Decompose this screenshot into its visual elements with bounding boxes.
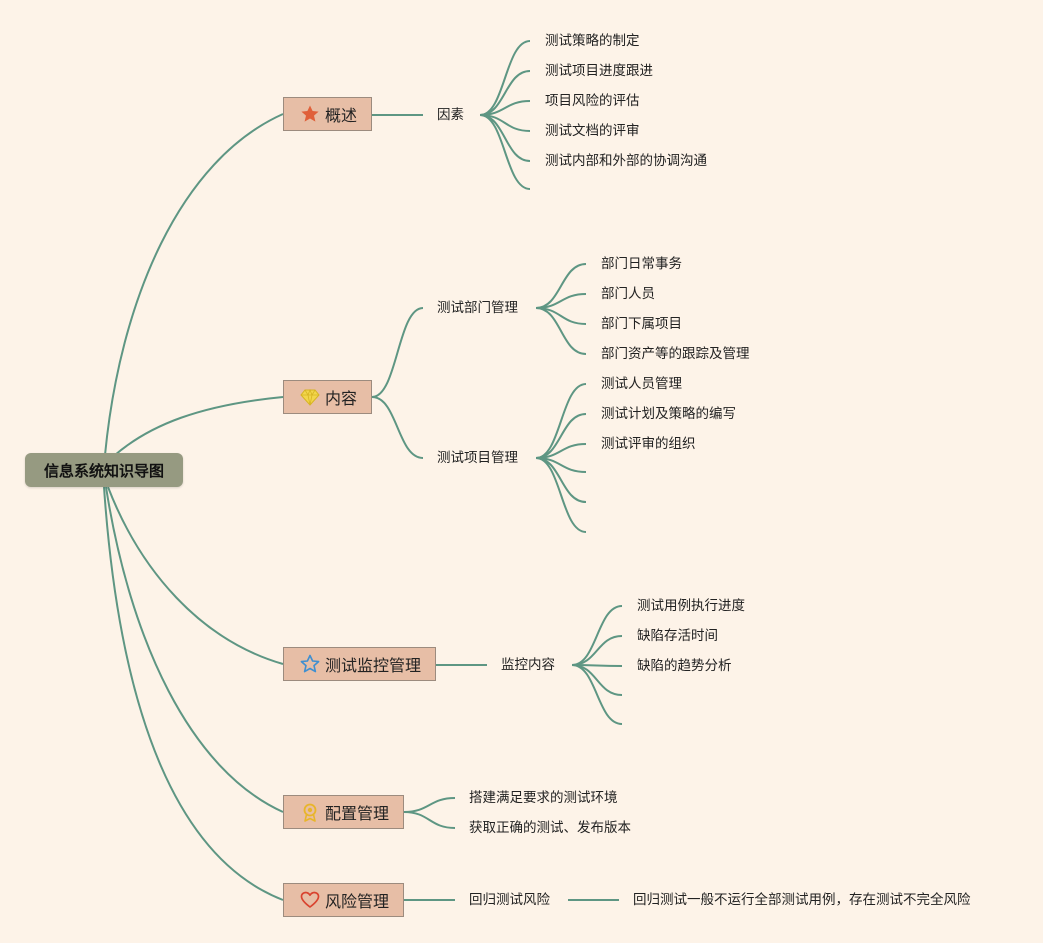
leaf-item[interactable]: 测试计划及策略的编写 — [601, 406, 736, 422]
connector-line — [479, 114, 531, 190]
root-node[interactable]: 信息系统知识导图 — [25, 453, 183, 487]
leaf-item[interactable]: 缺陷存活时间 — [637, 628, 718, 644]
topic-factors[interactable]: 因素 — [437, 107, 464, 123]
award-icon — [300, 802, 320, 822]
branch-test-monitoring[interactable]: 测试监控管理 — [283, 647, 436, 681]
branch-label: 内容 — [325, 389, 358, 408]
connector-line — [403, 811, 456, 829]
branch-label: 测试监控管理 — [325, 656, 422, 675]
connector-line — [105, 486, 284, 813]
leaf-item[interactable]: 测试项目进度跟进 — [545, 63, 653, 79]
topic-project-management[interactable]: 测试项目管理 — [437, 450, 518, 466]
branch-risk-management[interactable]: 风险管理 — [283, 883, 404, 917]
leaf-item[interactable]: 测试策略的制定 — [545, 33, 640, 49]
branch-label: 概述 — [325, 106, 358, 125]
branch-label: 配置管理 — [325, 804, 390, 823]
star-outline-icon — [300, 654, 320, 674]
connector-line — [371, 307, 424, 398]
leaf-item[interactable]: 测试文档的评审 — [545, 123, 640, 139]
root-label: 信息系统知识导图 — [43, 461, 164, 480]
connector-line — [571, 635, 623, 666]
branch-label: 风险管理 — [325, 892, 390, 911]
leaf-item[interactable]: 部门日常事务 — [601, 256, 682, 272]
branch-config-management[interactable]: 配置管理 — [283, 795, 404, 829]
topic-dept-management[interactable]: 测试部门管理 — [437, 300, 518, 316]
connector-line — [479, 40, 531, 116]
leaf-item[interactable]: 回归测试一般不运行全部测试用例，存在测试不完全风险 — [633, 892, 971, 908]
leaf-item[interactable]: 测试人员管理 — [601, 376, 682, 392]
branch-content[interactable]: 内容 — [283, 380, 372, 414]
connector-line — [535, 307, 587, 355]
connector-line — [103, 486, 284, 901]
topic-regression-risk[interactable]: 回归测试风险 — [469, 892, 550, 908]
leaf-item[interactable]: 部门人员 — [601, 286, 655, 302]
connector-line — [114, 396, 284, 456]
star-filled-icon — [300, 104, 320, 124]
connector-line — [535, 383, 587, 459]
diamond-icon — [300, 387, 320, 407]
connector-line — [571, 664, 623, 725]
topic-get-version[interactable]: 获取正确的测试、发布版本 — [469, 820, 631, 836]
leaf-item[interactable]: 测试内部和外部的协调沟通 — [545, 153, 707, 169]
leaf-item[interactable]: 项目风险的评估 — [545, 93, 640, 109]
topic-monitoring-content[interactable]: 监控内容 — [501, 657, 555, 673]
leaf-item[interactable]: 测试评审的组织 — [601, 436, 696, 452]
connector-line — [403, 797, 456, 813]
connector-line — [535, 457, 587, 533]
branch-overview[interactable]: 概述 — [283, 97, 372, 131]
connector-line — [571, 664, 623, 696]
leaf-item[interactable]: 部门下属项目 — [601, 316, 682, 332]
heart-icon — [300, 890, 320, 910]
connector-line — [371, 396, 424, 459]
leaf-item[interactable]: 测试用例执行进度 — [637, 598, 745, 614]
topic-build-environment[interactable]: 搭建满足要求的测试环境 — [469, 790, 618, 806]
connector-line — [107, 486, 284, 665]
leaf-item[interactable]: 缺陷的趋势分析 — [637, 658, 732, 674]
connector-line — [571, 605, 623, 666]
connector-line — [104, 113, 284, 456]
leaf-item[interactable]: 部门资产等的跟踪及管理 — [601, 346, 750, 362]
